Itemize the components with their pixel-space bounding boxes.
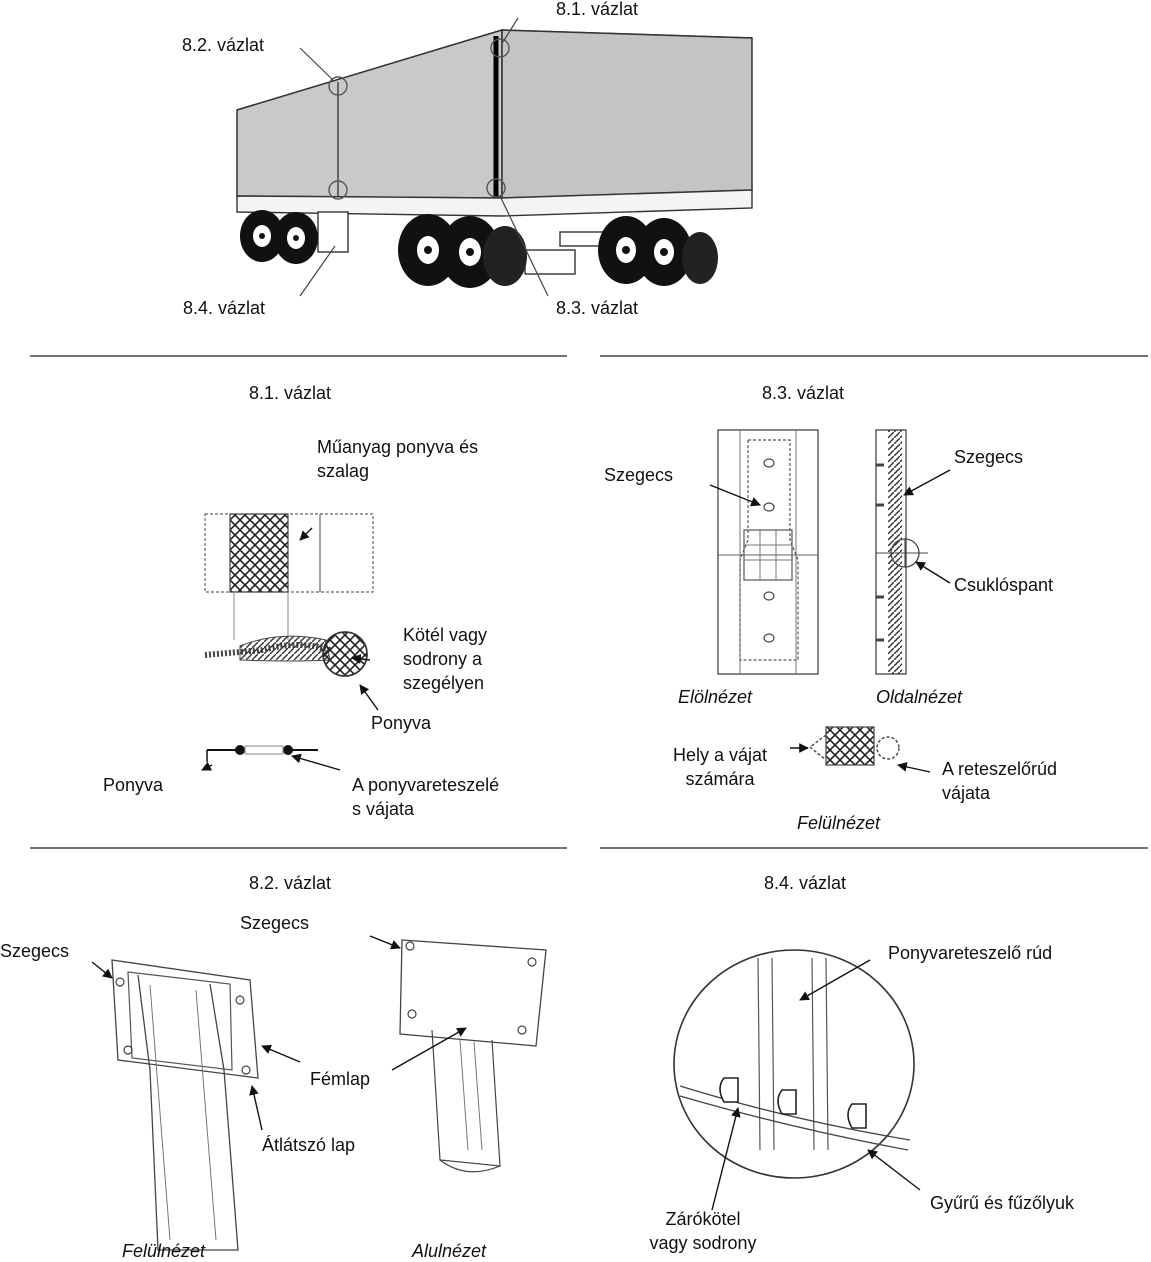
leader-8-2	[299, 47, 334, 81]
leader-8-1	[502, 17, 519, 43]
metal-plate	[127, 971, 233, 1071]
label-place: Hely a vájat	[672, 745, 768, 765]
label-rod-groove-2: vájata	[942, 783, 991, 803]
truck-chassis	[236, 189, 753, 217]
callout-8-1: 8.1. vázlat	[556, 0, 639, 19]
detail-circle-8-2b	[328, 180, 348, 200]
panel-8-4-title: 8.4. vázlat	[764, 873, 847, 893]
label-rivet-right: Szegecs	[954, 447, 1024, 467]
middle-wheels	[398, 214, 527, 288]
transparent-plate	[111, 959, 259, 1079]
label-place-2: számára	[685, 769, 755, 789]
label-ring: Gyűrű és fűzőlyuk	[930, 1193, 1075, 1213]
detail-circle-8-3	[486, 178, 506, 198]
locking-rod	[757, 957, 829, 1151]
panel-8-1-title: 8.1. vázlat	[249, 383, 332, 403]
label-rope-3: szegélyen	[403, 673, 485, 693]
leader-8-4	[299, 245, 336, 297]
view-side: Oldalnézet	[876, 687, 963, 707]
label-plastic-tarp-2: szalag	[317, 461, 370, 481]
truck-drawing	[236, 17, 753, 297]
label-closing: Zárókötel	[665, 1209, 741, 1229]
callout-8-4: 8.4. vázlat	[183, 298, 266, 318]
callout-8-3: 8.3. vázlat	[556, 298, 639, 318]
rear-wheels	[598, 216, 718, 286]
detail-circle-8-2	[328, 76, 348, 96]
label-rope-2: sodrony a	[403, 649, 483, 669]
top-view-block	[825, 726, 875, 766]
truck-rear-panel	[501, 29, 753, 199]
label-rope: Kötél vagy	[403, 625, 488, 645]
panel-8-2-drawing	[91, 935, 547, 1251]
label-rivet-left: Szegecs	[604, 465, 674, 485]
label-rivet-top-82: Szegecs	[240, 913, 310, 933]
view-top: Felülnézet	[797, 813, 881, 833]
label-rod-groove: A reteszelőrúd	[942, 759, 1058, 779]
truck-side-panel	[236, 28, 503, 199]
underrun-bar	[524, 249, 576, 275]
panel-8-4-drawing	[673, 949, 921, 1211]
bottom-view-plate	[399, 939, 547, 1047]
label-tarp: Ponyva	[371, 713, 432, 733]
label-metal: Fémlap	[310, 1069, 371, 1089]
label-tarp-left: Ponyva	[103, 775, 164, 795]
front-view-post	[717, 429, 819, 675]
post-left-view	[137, 974, 239, 1251]
panel-8-3-drawing	[709, 429, 951, 773]
panel-8-2-title: 8.2. vázlat	[249, 873, 332, 893]
label-rivet-left-82: Szegecs	[0, 941, 70, 961]
closing-rope	[679, 1085, 911, 1141]
front-wheels	[240, 210, 318, 264]
panel-8-3-title: 8.3. vázlat	[762, 383, 845, 403]
leader-8-3	[499, 195, 549, 297]
rings	[719, 1077, 867, 1129]
label-rod: Ponyvareteszelő rúd	[888, 943, 1053, 963]
label-groove-2: s vájata	[352, 799, 415, 819]
callout-8-2: 8.2. vázlat	[182, 35, 265, 55]
support-block	[317, 211, 349, 253]
view-bottom-82: Alulnézet	[412, 1241, 487, 1261]
label-groove: A ponyvareteszelé	[352, 775, 500, 795]
tarp-crosshatch	[229, 513, 289, 593]
label-transparent: Átlátszó lap	[262, 1135, 356, 1155]
panel-8-1-drawing	[201, 513, 379, 771]
view-top-82: Felülnézet	[122, 1241, 206, 1261]
label-closing-2: vagy sodrony	[649, 1233, 757, 1253]
view-front: Elölnézet	[678, 687, 753, 707]
label-hinge: Csuklóspant	[954, 575, 1054, 595]
detail-circle-8-1	[490, 38, 510, 58]
label-plastic-tarp: Műanyag ponyva és	[317, 437, 479, 457]
